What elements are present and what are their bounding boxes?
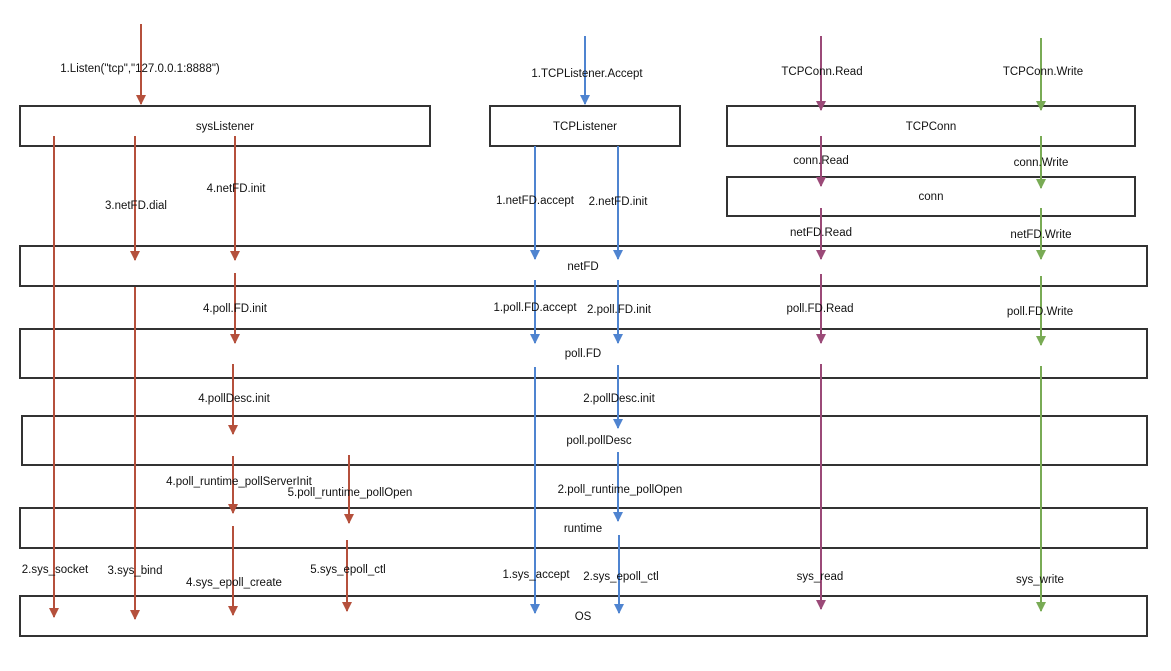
- box-polldesc: poll.pollDesc: [21, 415, 1148, 466]
- box-runtime: runtime: [19, 507, 1148, 549]
- box-pollfd: poll.FD: [19, 328, 1148, 379]
- poll-server-init-label: 4.poll_runtime_pollServerInit: [166, 476, 313, 488]
- box-syslistener: sysListener: [19, 105, 431, 147]
- accept-flow: [530, 36, 624, 614]
- box-os: OS: [19, 595, 1148, 637]
- netfd-init-2-label: 2.netFD.init: [589, 196, 649, 208]
- pollfd-accept-label: 1.poll.FD.accept: [493, 302, 577, 314]
- polldesc-init-2-label: 2.pollDesc.init: [583, 393, 655, 405]
- poll-open-5-label: 5.poll_runtime_pollOpen: [288, 487, 413, 499]
- sys-socket-label: 2.sys_socket: [22, 564, 89, 576]
- netfd-write-label: netFD.Write: [1010, 229, 1071, 241]
- box-polldesc-label: poll.pollDesc: [566, 435, 631, 447]
- sys-read-label: sys_read: [797, 571, 844, 583]
- poll-open-2-label: 2.poll_runtime_pollOpen: [558, 484, 683, 496]
- arrow-labels: 1.Listen("tcp","127.0.0.1:8888") 1.TCPLi…: [22, 63, 1083, 589]
- box-os-label: OS: [575, 611, 592, 623]
- box-pollfd-label: poll.FD: [565, 348, 601, 360]
- polldesc-init-4-label: 4.pollDesc.init: [198, 393, 270, 405]
- box-conn-label: conn: [919, 191, 944, 203]
- netfd-accept-label: 1.netFD.accept: [496, 195, 575, 207]
- pollfd-read-label: poll.FD.Read: [786, 303, 853, 315]
- listen-call-label: 1.Listen("tcp","127.0.0.1:8888"): [60, 63, 220, 75]
- box-tcpconn: TCPConn: [726, 105, 1136, 147]
- box-conn: conn: [726, 176, 1136, 217]
- conn-write-label: conn.Write: [1014, 157, 1069, 169]
- listen-flow: [49, 24, 354, 620]
- sys-write-label: sys_write: [1016, 574, 1064, 586]
- box-runtime-label: runtime: [564, 523, 602, 535]
- write-call-label: TCPConn.Write: [1003, 66, 1083, 78]
- netfd-read-label: netFD.Read: [790, 227, 852, 239]
- box-tcplistener-label: TCPListener: [553, 121, 617, 133]
- netfd-dial-label: 3.netFD.dial: [105, 200, 167, 212]
- pollfd-init-4-label: 4.poll.FD.init: [203, 303, 268, 315]
- sys-epoll-ctl-2-label: 2.sys_epoll_ctl: [583, 571, 658, 583]
- sys-epoll-ctl-5-label: 5.sys_epoll_ctl: [310, 564, 385, 576]
- box-netfd: netFD: [19, 245, 1148, 287]
- pollfd-init-2-label: 2.poll.FD.init: [587, 304, 652, 316]
- box-tcplistener: TCPListener: [489, 105, 681, 147]
- read-call-label: TCPConn.Read: [781, 66, 862, 78]
- sys-accept-label: 1.sys_accept: [502, 569, 570, 581]
- pollfd-write-label: poll.FD.Write: [1007, 306, 1073, 318]
- box-netfd-label: netFD: [567, 261, 598, 273]
- conn-read-label: conn.Read: [793, 155, 849, 167]
- sys-bind-label: 3.sys_bind: [108, 565, 163, 577]
- sys-epoll-create-label: 4.sys_epoll_create: [186, 577, 282, 589]
- box-tcpconn-label: TCPConn: [906, 121, 957, 133]
- box-syslistener-label: sysListener: [196, 121, 254, 133]
- netfd-init-4-label: 4.netFD.init: [207, 183, 267, 195]
- accept-call-label: 1.TCPListener.Accept: [531, 68, 643, 80]
